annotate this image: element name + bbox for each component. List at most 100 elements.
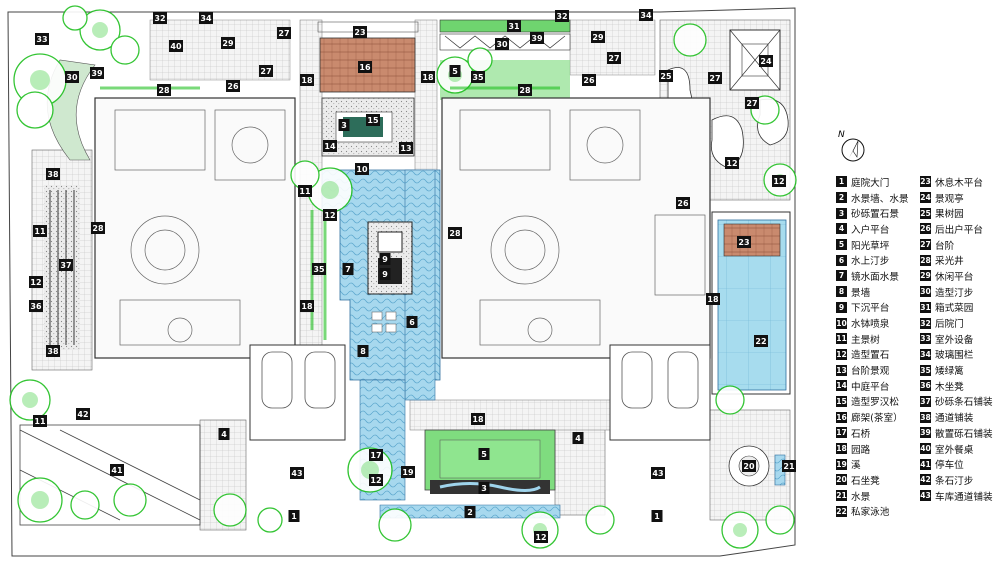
- legend-label: 车库通道铺装: [935, 491, 993, 503]
- plan-marker: 3: [478, 482, 490, 494]
- legend-number: 4: [836, 223, 847, 235]
- plan-marker: 29: [591, 31, 605, 43]
- plan-marker-number: 27: [608, 54, 619, 63]
- plan-marker-number: 5: [452, 67, 458, 76]
- plan-marker-number: 28: [449, 229, 461, 238]
- legend-label: 入户平台: [851, 224, 890, 236]
- plan-marker: 9: [379, 253, 391, 265]
- plan-marker-number: 1: [291, 512, 297, 521]
- plan-marker: 6: [406, 316, 418, 328]
- legend-label: 石坐凳: [851, 475, 880, 487]
- plan-marker-number: 37: [60, 261, 71, 270]
- legend-number: 13: [836, 364, 847, 376]
- legend-number: 18: [836, 443, 847, 455]
- plan-marker: 24: [759, 55, 773, 67]
- plan-marker: 19: [401, 466, 415, 478]
- plan-marker: 27: [277, 27, 291, 39]
- plan-marker-number: 3: [481, 484, 487, 493]
- plan-marker: 2: [464, 506, 476, 518]
- legend-label: 室外设备: [935, 334, 974, 346]
- legend-label: 私家泳池: [851, 507, 890, 519]
- plan-marker-number: 25: [660, 72, 672, 81]
- legend-number: 31: [920, 301, 931, 313]
- plan-marker-number: 35: [472, 73, 484, 82]
- legend-number: 29: [920, 270, 931, 282]
- plan-marker-number: 1: [654, 512, 660, 521]
- plan-marker-number: 26: [677, 199, 689, 208]
- plan-marker: 31: [507, 20, 521, 32]
- plan-marker-number: 20: [743, 462, 755, 471]
- legend-label: 果树园: [935, 209, 964, 221]
- plan-marker-number: 32: [556, 12, 567, 21]
- plan-marker: 7: [342, 263, 354, 275]
- legend-label: 台阶: [935, 240, 955, 252]
- legend-label: 通道铺装: [935, 413, 974, 425]
- legend-number: 10: [836, 317, 847, 329]
- legend-label: 景观亭: [935, 193, 964, 205]
- plan-marker-number: 23: [738, 238, 749, 247]
- legend-number: 17: [836, 427, 847, 439]
- plan-marker-number: 6: [409, 318, 415, 327]
- plan-marker: 41: [110, 464, 124, 476]
- plan-marker-number: 12: [324, 211, 335, 220]
- plan-marker: 20: [742, 460, 756, 472]
- legend-number: 14: [836, 380, 847, 392]
- plan-marker-number: 14: [324, 142, 336, 151]
- plan-marker: 12: [29, 276, 43, 288]
- plan-marker: 18: [471, 413, 485, 425]
- plan-marker: 39: [90, 67, 104, 79]
- plan-marker-number: 5: [481, 450, 487, 459]
- legend-number: 8: [836, 286, 847, 298]
- legend-number: 22: [836, 505, 847, 517]
- plan-marker-number: 8: [360, 347, 366, 356]
- plan-marker-number: 34: [640, 11, 652, 20]
- plan-marker-number: 39: [531, 34, 543, 43]
- plan-marker: 28: [518, 84, 532, 96]
- legend-label: 后出户平台: [935, 224, 983, 236]
- plan-marker: 28: [157, 84, 171, 96]
- legend-label: 散置砾石铺装: [935, 428, 993, 440]
- plan-marker-number: 21: [783, 462, 795, 471]
- legend-number: 20: [836, 474, 847, 486]
- legend-label: 阳光草坪: [851, 240, 890, 252]
- legend-label: 造型罗汉松: [851, 397, 899, 409]
- plan-marker-number: 41: [111, 466, 123, 475]
- plan-marker: 3: [338, 119, 350, 131]
- plan-marker-number: 3: [341, 121, 347, 130]
- plan-marker-number: 7: [345, 265, 351, 274]
- legend-label: 庭院大门: [851, 177, 890, 189]
- legend-item: 25 果树园: [920, 205, 1000, 221]
- plan-marker-number: 28: [158, 86, 170, 95]
- plan-marker: 26: [226, 80, 240, 92]
- legend-number: 34: [920, 348, 931, 360]
- plan-marker: 27: [745, 97, 759, 109]
- plan-marker-number: 15: [367, 116, 379, 125]
- legend-number: 32: [920, 317, 931, 329]
- legend-number: 25: [920, 207, 931, 219]
- plan-marker: 23: [737, 236, 751, 248]
- plan-marker: 33: [35, 33, 49, 45]
- plan-marker-number: 43: [291, 469, 302, 478]
- plan-marker: 35: [312, 263, 326, 275]
- plan-marker: 38: [46, 345, 60, 357]
- plan-marker: 13: [399, 142, 413, 154]
- compass-icon: [841, 138, 865, 162]
- plan-marker-number: 39: [91, 69, 103, 78]
